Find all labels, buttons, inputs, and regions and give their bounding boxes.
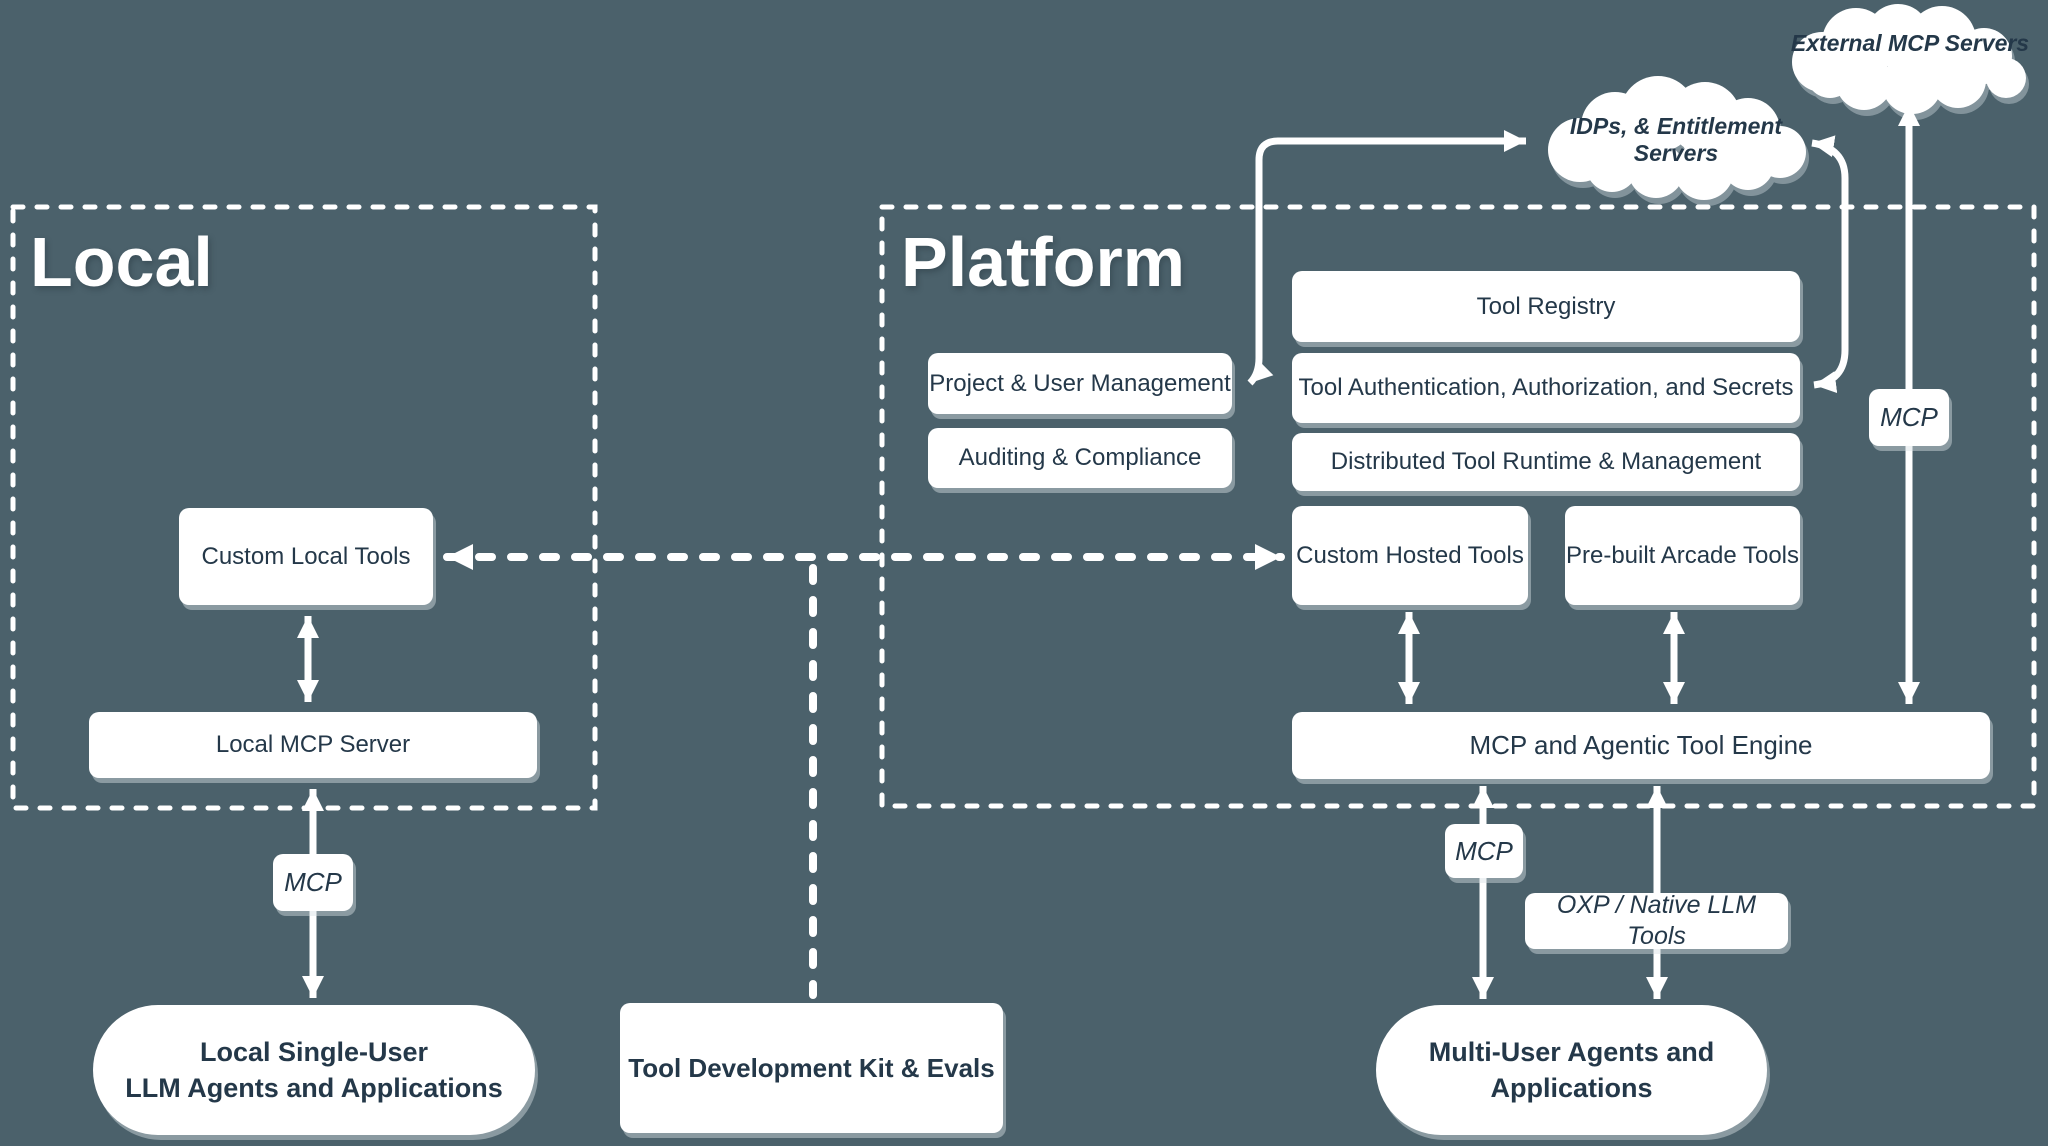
idps-cloud bbox=[1548, 76, 1809, 206]
node-auditing-compliance: Auditing & Compliance bbox=[928, 428, 1232, 488]
multi-user-agents-line2: Applications bbox=[1490, 1073, 1653, 1103]
local-agents-line1: Local Single-User bbox=[199, 1036, 429, 1067]
node-tool-registry: Tool Registry bbox=[1292, 271, 1800, 342]
node-tool-development-kit: Tool Development Kit & Evals bbox=[620, 1003, 1003, 1133]
local-agents-line2: LLM Agents and Applications bbox=[125, 1073, 503, 1103]
node-multi-user-agents: Multi-User Agents and Applications bbox=[1376, 1005, 1767, 1135]
node-local-single-user-agents: Local Single-User LLM Agents and Applica… bbox=[93, 1005, 535, 1135]
node-tool-authentication: Tool Authentication, Authorization, and … bbox=[1292, 353, 1800, 423]
local-group-title: Local bbox=[30, 223, 213, 301]
multi-user-agents-line1: Multi-User Agents and bbox=[1428, 1036, 1715, 1067]
node-project-user-management: Project & User Management bbox=[928, 353, 1232, 414]
edge-platform-idps-left bbox=[1247, 130, 1526, 386]
node-custom-local-tools: Custom Local Tools bbox=[179, 508, 433, 605]
external-mcp-cloud bbox=[1792, 4, 2029, 120]
edge-idps-auth-right bbox=[1811, 135, 1849, 394]
idps-cloud-label-line2: Servers bbox=[1633, 140, 1719, 166]
node-mcp-agentic-tool-engine: MCP and Agentic Tool Engine bbox=[1292, 712, 1990, 779]
node-local-mcp-server: Local MCP Server bbox=[89, 712, 537, 778]
platform-group-title: Platform bbox=[901, 223, 1185, 301]
node-prebuilt-arcade-tools: Pre-built Arcade Tools bbox=[1565, 506, 1800, 605]
edge-label-mcp-local: MCP bbox=[273, 854, 353, 911]
edge-label-mcp-external: MCP bbox=[1869, 389, 1949, 446]
idps-cloud-label: IDPs, & Entitlement Servers bbox=[1545, 113, 1807, 167]
edge-label-mcp-agents: MCP bbox=[1445, 824, 1523, 878]
idps-cloud-label-line1: IDPs, & Entitlement bbox=[1569, 113, 1783, 139]
external-mcp-cloud-label: External MCP Servers bbox=[1790, 30, 2030, 56]
node-distributed-runtime: Distributed Tool Runtime & Management bbox=[1292, 433, 1800, 491]
node-custom-hosted-tools: Custom Hosted Tools bbox=[1292, 506, 1528, 605]
edge-label-oxp-native-llm-tools: OXP / Native LLM Tools bbox=[1525, 891, 1788, 950]
